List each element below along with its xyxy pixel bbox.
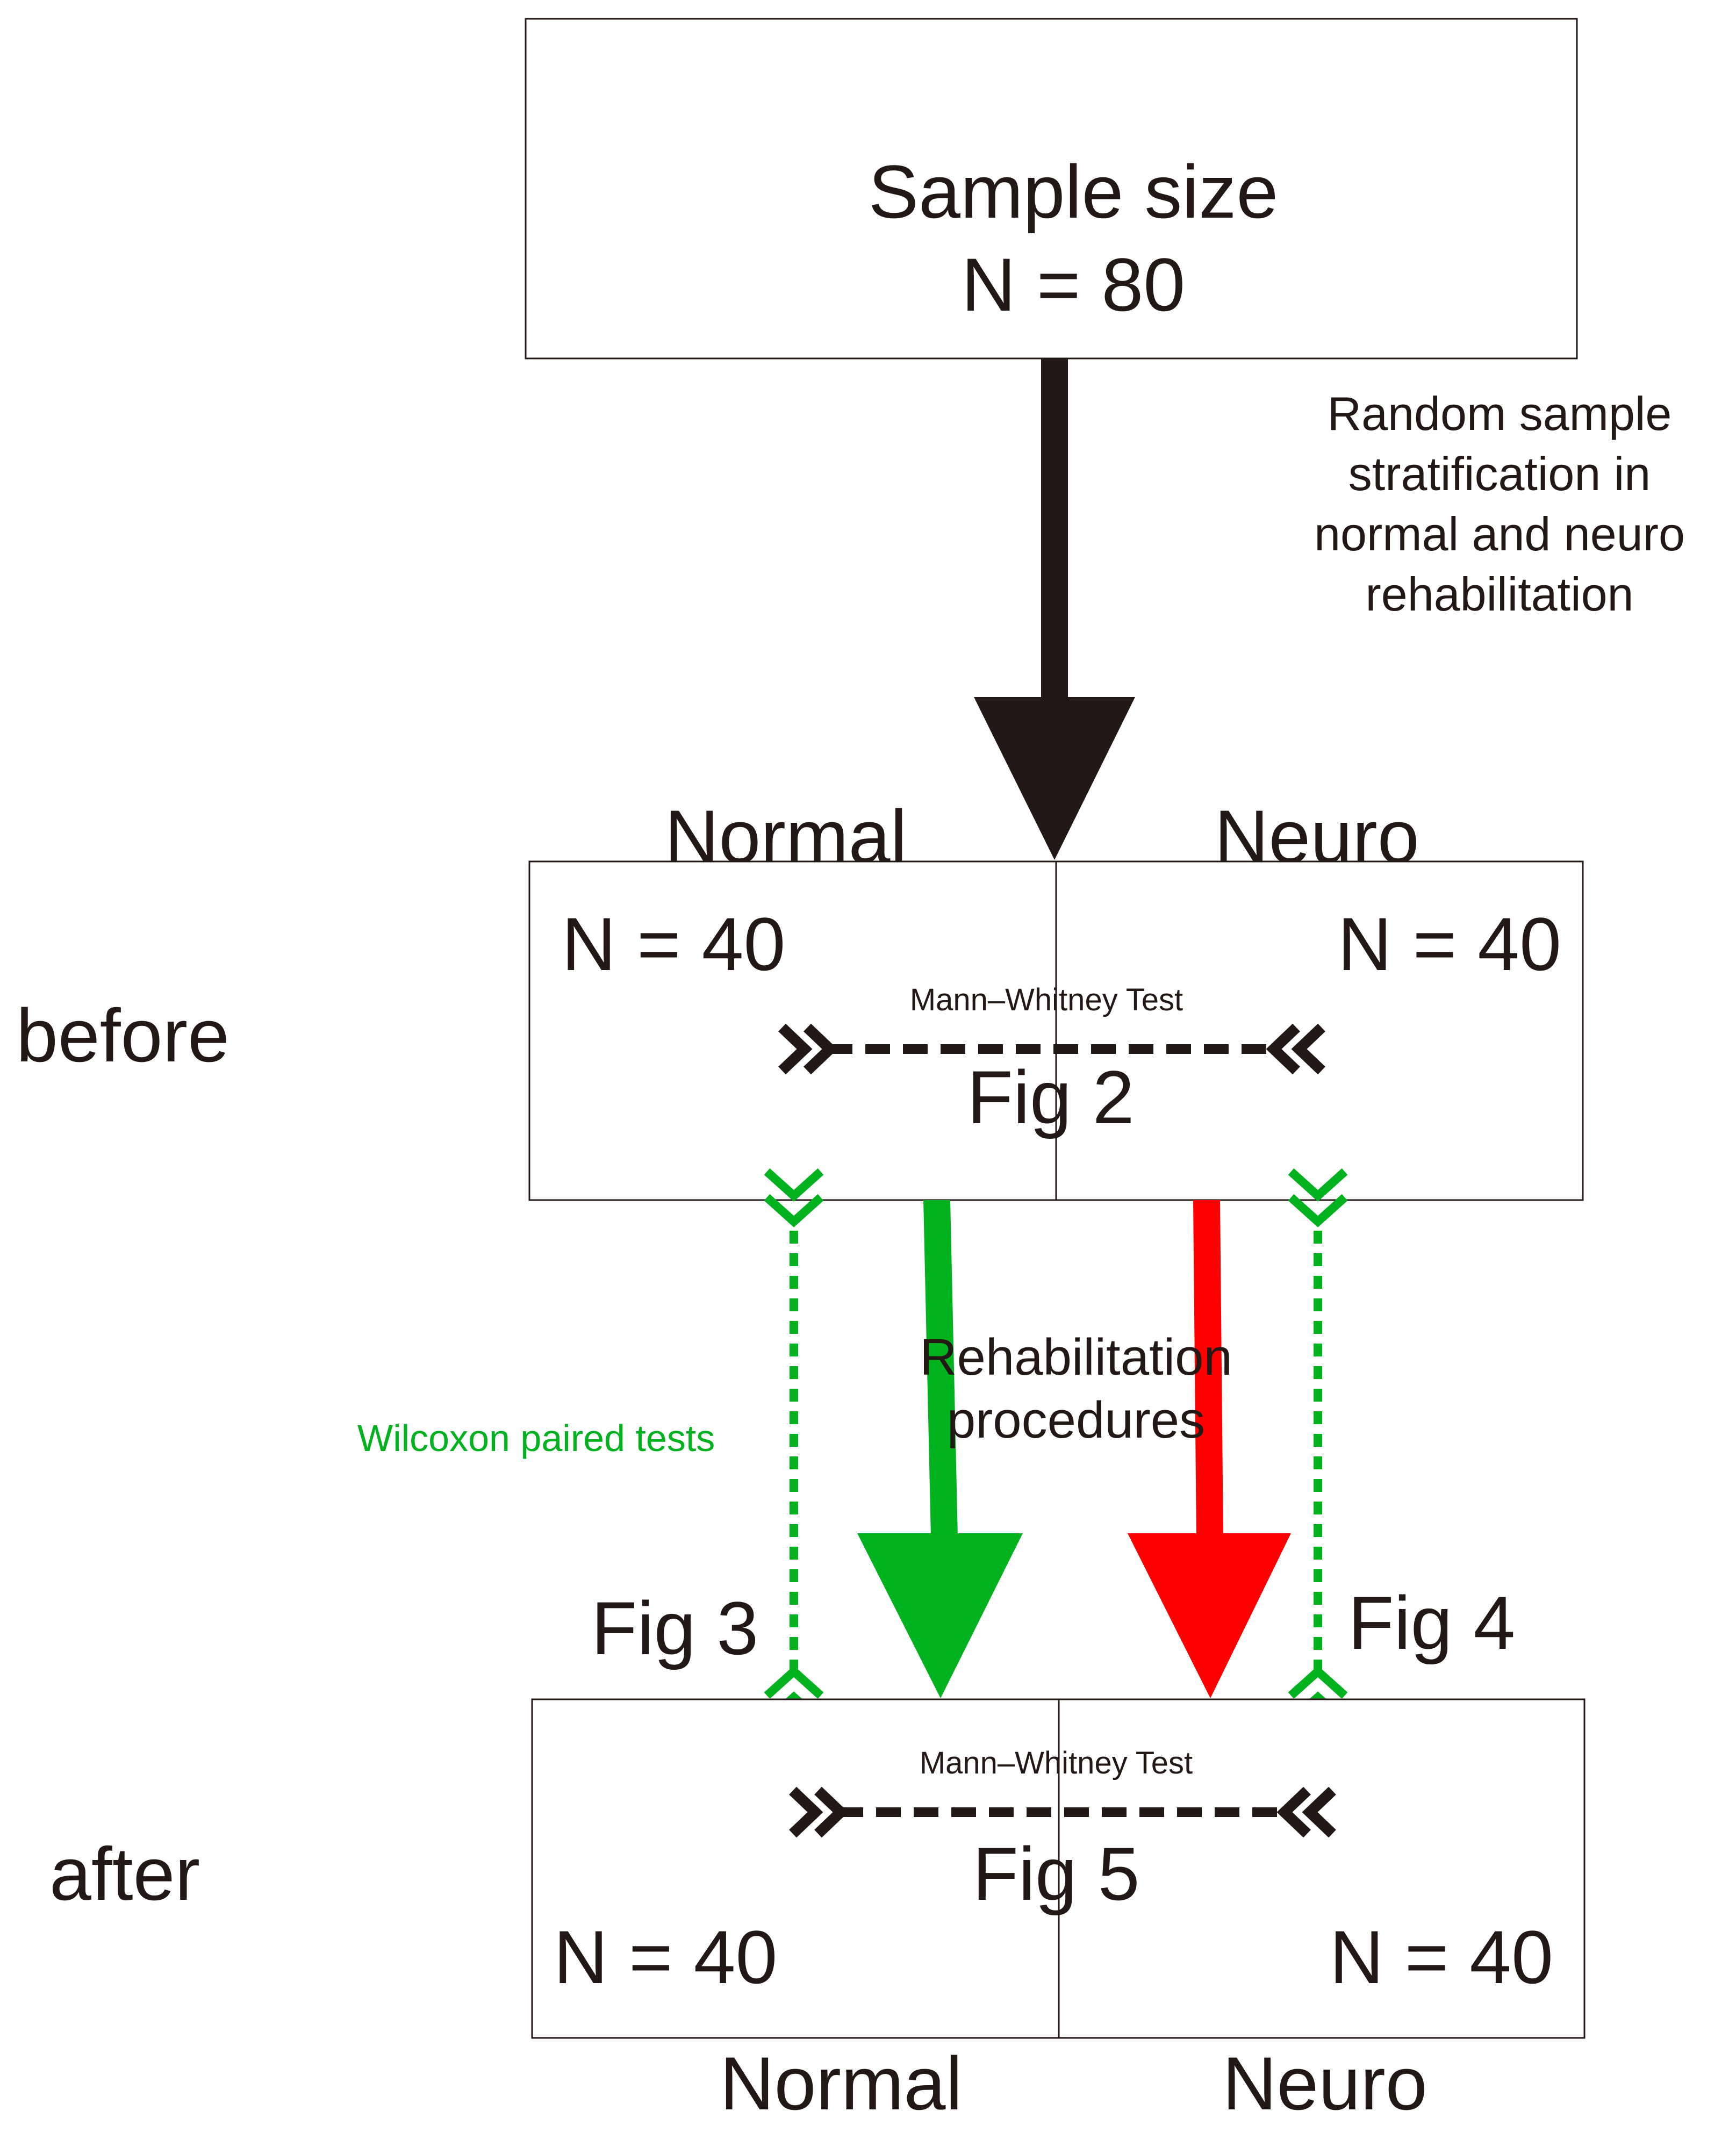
stratification-note: Random sample stratification in normal a…: [1314, 387, 1685, 621]
after-normal-count: N = 40: [554, 1915, 777, 1999]
before-neuro-count: N = 40: [1338, 902, 1561, 986]
after-comparison-link: [789, 1786, 1336, 1838]
stratification-note-line-2: stratification in: [1348, 447, 1651, 500]
before-comparison-link: [778, 1023, 1325, 1075]
rehabilitation-label-line-2: procedures: [947, 1391, 1205, 1449]
sample-size-count: N = 80: [962, 242, 1185, 327]
after-box-neuro: [1058, 1698, 1586, 2039]
after-fig-label: Fig 5: [972, 1832, 1139, 1916]
normal-paired-fig-label: Fig 3: [591, 1586, 758, 1670]
before-test-label: Mann–Whitney Test: [910, 982, 1183, 1017]
sample-size-box: [525, 18, 1578, 360]
neuro-rehabilitation-arrow: [1128, 1200, 1291, 1698]
neuro-paired-fig-label: Fig 4: [1348, 1581, 1515, 1665]
after-box-normal: [531, 1698, 1060, 2039]
normal-rehabilitation-arrow: [857, 1200, 1023, 1698]
before-fig-label: Fig 2: [967, 1055, 1134, 1139]
after-row-label: after: [49, 1832, 200, 1916]
stratification-note-line-1: Random sample: [1328, 387, 1672, 440]
normal-paired-link: [764, 1168, 824, 1725]
after-box: [531, 1698, 1586, 2039]
after-test-label: Mann–Whitney Test: [920, 1746, 1193, 1780]
wilcoxon-label: Wilcoxon paired tests: [357, 1417, 715, 1459]
before-row-label: before: [16, 993, 229, 1078]
rehabilitation-label-line-1: Rehabilitation: [920, 1329, 1232, 1386]
before-normal-count: N = 40: [562, 902, 785, 986]
stratification-note-line-3: normal and neuro: [1314, 507, 1685, 561]
after-group-label-normal: Normal: [720, 2041, 962, 2126]
stratification-note-line-4: rehabilitation: [1366, 568, 1634, 621]
neuro-paired-link: [1288, 1168, 1348, 1725]
sample-size-title: Sample size: [869, 149, 1279, 234]
after-neuro-count: N = 40: [1330, 1915, 1553, 1999]
after-group-label-neuro: Neuro: [1222, 2041, 1427, 2126]
stratification-arrow: [974, 358, 1135, 860]
